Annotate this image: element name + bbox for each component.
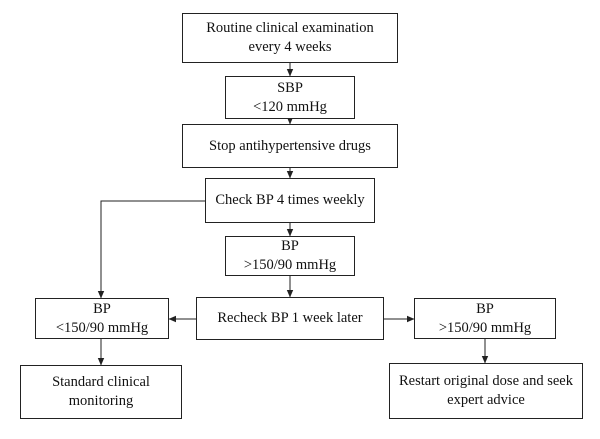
node-bp-high-center: BP >150/90 mmHg	[225, 236, 355, 276]
edge-check-to-bp-low	[97, 200, 205, 299]
node-standard-monitoring-line1: Standard clinical	[52, 374, 150, 390]
node-bp-high-right: BP >150/90 mmHg	[414, 298, 556, 339]
node-restart-dose-line1: Restart original dose and seek	[399, 373, 573, 389]
node-routine-examination-line1: Routine clinical examination	[206, 20, 374, 36]
node-recheck-bp-line1: Recheck BP 1 week later	[217, 310, 363, 326]
node-recheck-bp: Recheck BP 1 week later	[196, 297, 384, 340]
node-sbp-threshold: SBP <120 mmHg	[225, 76, 355, 119]
node-restart-dose: Restart original dose and seek expert ad…	[389, 363, 583, 419]
node-routine-examination-line2: every 4 weeks	[248, 39, 332, 55]
node-bp-low: BP <150/90 mmHg	[35, 298, 169, 339]
node-restart-dose-line2: expert advice	[447, 392, 525, 408]
node-routine-examination: Routine clinical examination every 4 wee…	[182, 13, 398, 63]
node-bp-high-right-line1: BP	[476, 300, 494, 317]
node-sbp-threshold-line1: SBP	[277, 79, 303, 96]
node-standard-monitoring-line2: monitoring	[68, 393, 134, 409]
node-bp-low-line2: <150/90 mmHg	[55, 319, 149, 336]
node-bp-high-center-line2: >150/90 mmHg	[243, 257, 337, 273]
node-bp-high-center-line1: BP	[281, 238, 299, 254]
node-bp-low-line1: BP	[93, 300, 111, 317]
node-check-bp: Check BP 4 times weekly	[205, 178, 375, 223]
node-stop-drugs-line1: Stop antihypertensive drugs	[209, 137, 371, 154]
node-stop-drugs: Stop antihypertensive drugs	[182, 124, 398, 168]
node-bp-high-right-line2: >150/90 mmHg	[438, 319, 532, 336]
node-sbp-threshold-line2: <120 mmHg	[253, 98, 327, 115]
node-standard-monitoring: Standard clinical monitoring	[20, 365, 182, 419]
node-check-bp-line1: Check BP 4 times weekly	[215, 192, 365, 208]
